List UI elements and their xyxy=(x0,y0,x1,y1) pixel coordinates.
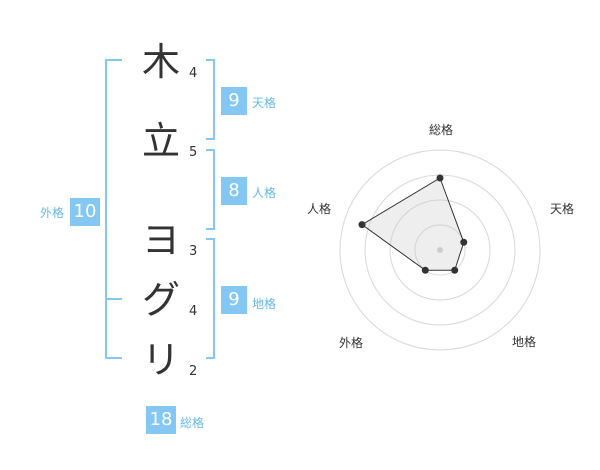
jinkaku-bracket xyxy=(206,149,215,230)
radar-axis-label-soukaku: 総格 xyxy=(428,123,453,137)
chikaku-bracket xyxy=(206,238,215,359)
radar-axis-label-chikaku: 地格 xyxy=(511,335,536,349)
gaikaku-label: 外格 xyxy=(40,206,65,220)
jinkaku-label: 人格 xyxy=(252,186,277,200)
gaikaku-value: 10 xyxy=(70,198,100,226)
radar-chart xyxy=(339,149,541,351)
chikaku-label: 地格 xyxy=(252,297,277,311)
name-char-2: 立 xyxy=(141,119,180,163)
radar-ring xyxy=(339,149,541,351)
jinkaku-value: 8 xyxy=(221,177,247,205)
stroke-count-2: 5 xyxy=(189,145,198,160)
stroke-count-1: 4 xyxy=(189,66,198,81)
radar-ring xyxy=(389,199,491,301)
name-char-5: リ xyxy=(141,338,180,382)
stroke-count-5: 2 xyxy=(189,364,198,379)
tenkaku-label: 天格 xyxy=(252,96,277,110)
gaikaku-bracket xyxy=(105,59,122,359)
radar-points xyxy=(358,174,468,274)
radar-area xyxy=(361,177,465,271)
name-char-1: 木 xyxy=(141,40,180,84)
stroke-count-3: 3 xyxy=(189,244,198,259)
radar-point-3 xyxy=(451,266,459,274)
radar-point-4 xyxy=(421,266,429,274)
name-char-3: ヨ xyxy=(141,218,180,262)
radar-point-1 xyxy=(436,174,444,182)
name-char-4: グ xyxy=(141,278,180,322)
chikaku-value: 9 xyxy=(221,286,247,314)
radar-axis-label-gaikaku: 外格 xyxy=(338,336,363,350)
stroke-count-4: 4 xyxy=(189,304,198,319)
soukaku-value: 18 xyxy=(146,406,176,434)
radar-axis-label-tenkaku: 天格 xyxy=(549,202,574,216)
radar-axis-label-jinkaku: 人格 xyxy=(306,202,331,216)
tenkaku-bracket xyxy=(206,59,215,140)
radar-center-dot xyxy=(437,247,443,253)
soukaku-label: 総格 xyxy=(180,416,205,430)
radar-ring xyxy=(414,224,466,276)
radar-point-2 xyxy=(460,238,468,246)
tenkaku-value: 9 xyxy=(221,87,247,115)
radar-point-5 xyxy=(358,221,366,229)
